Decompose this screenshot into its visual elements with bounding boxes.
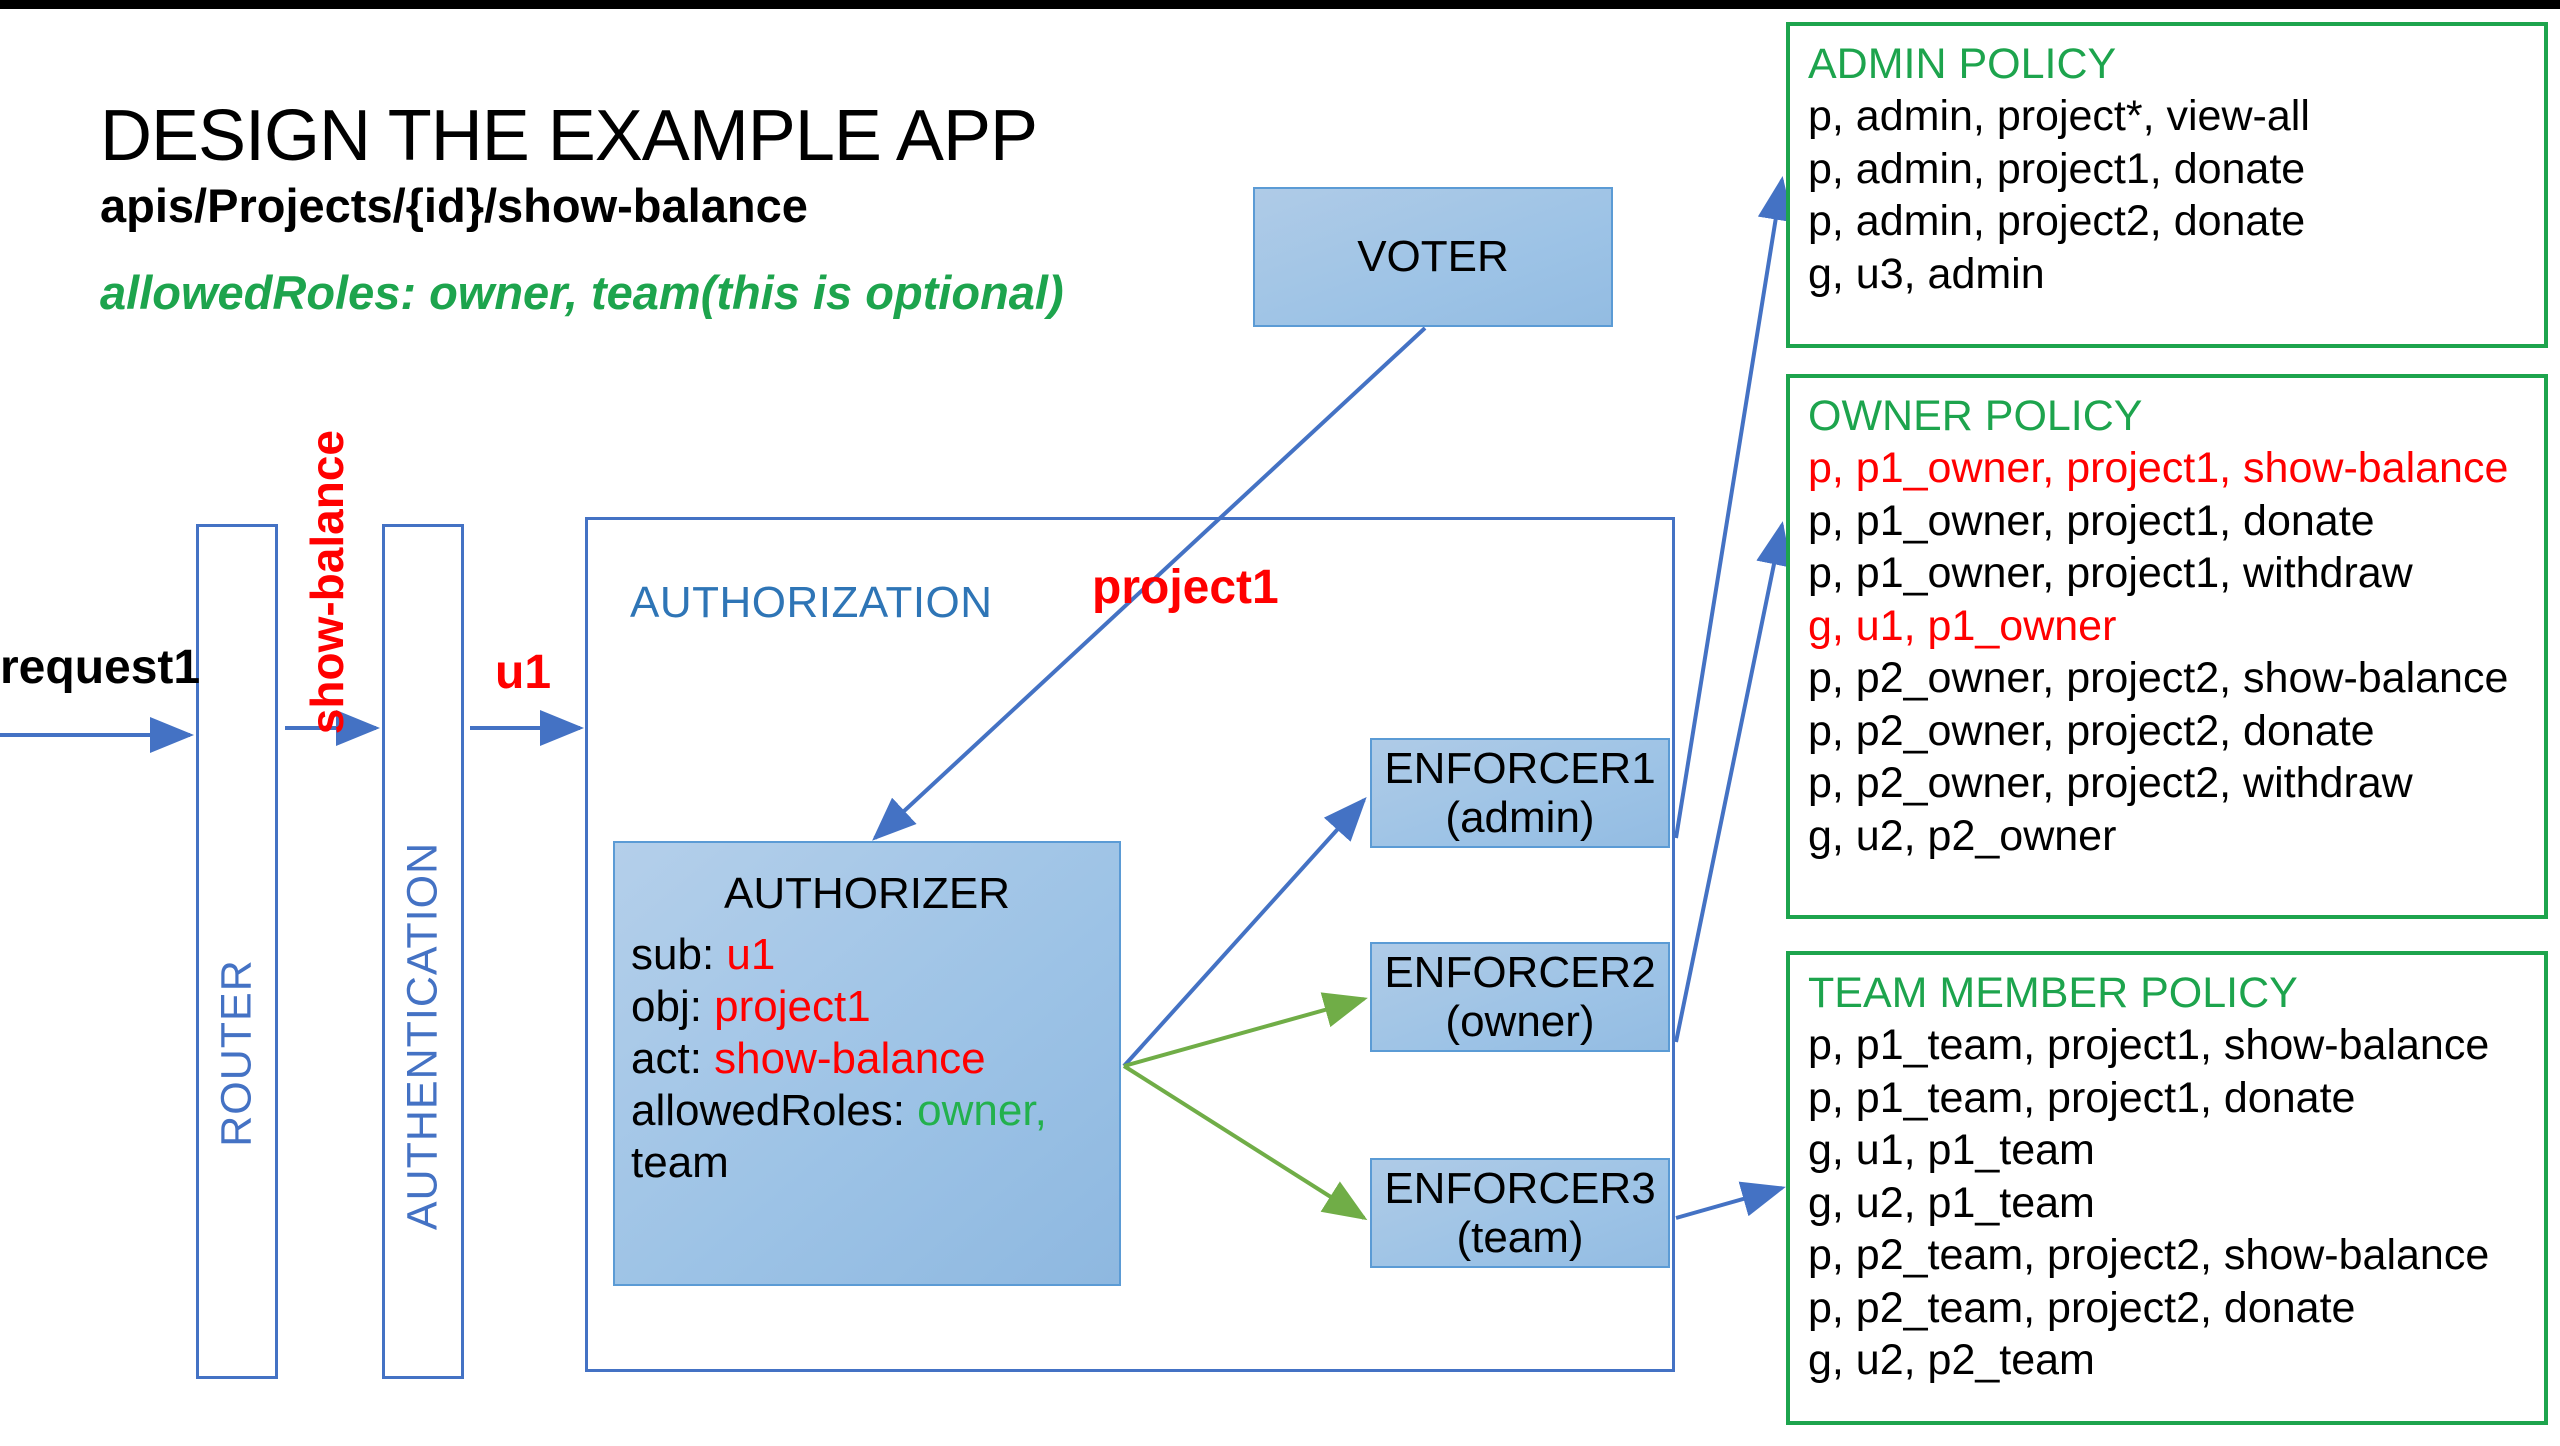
policy-rule: p, p2_owner, project2, donate [1808, 706, 2375, 755]
obj-value: project1 [714, 981, 871, 1031]
arrow-enforcer3-to-team-policy [1675, 1181, 1786, 1220]
voter-label: VOTER [1357, 232, 1509, 282]
authorizer-roles-row: allowedRoles: owner, [631, 1085, 1119, 1137]
policy-rule: p, p1_owner, project1, show-balance [1808, 444, 2509, 493]
router-bar[interactable]: ROUTER [196, 524, 278, 1379]
act-key: act: [631, 1033, 715, 1083]
policy-rule: p, admin, project2, donate [1808, 197, 2306, 246]
authorizer-card[interactable]: AUTHORIZER sub: u1 obj: project1 act: sh… [613, 841, 1121, 1286]
enforcer1-card[interactable]: ENFORCER1 (admin) [1370, 738, 1670, 848]
allowed-roles-note: allowedRoles: owner, team(this is option… [100, 266, 1064, 319]
policy-rule: p, p2_team, project2, donate [1808, 1283, 2356, 1332]
policy-rule: g, u2, p2_owner [1808, 811, 2117, 860]
policy-rule: p, p1_owner, project1, withdraw [1808, 549, 2413, 598]
roles-value-team: team [631, 1137, 729, 1187]
enforcer3-card[interactable]: ENFORCER3 (team) [1370, 1158, 1670, 1268]
team-policy-title: TEAM MEMBER POLICY [1808, 969, 2298, 1017]
roles-key: allowedRoles: [631, 1085, 918, 1135]
team-policy-box[interactable]: TEAM MEMBER POLICY p, p1_team, project1,… [1786, 951, 2548, 1425]
user-label: u1 [495, 646, 552, 699]
policy-rule: p, admin, project*, view-all [1808, 92, 2310, 141]
enforcer3-name: ENFORCER3 [1384, 1163, 1656, 1213]
authentication-bar[interactable]: AUTHENTICATION [382, 524, 464, 1379]
authorizer-act-row: act: show-balance [631, 1033, 1119, 1085]
request-label: request1 [0, 641, 201, 694]
policy-rule: p, admin, project1, donate [1808, 144, 2306, 193]
policy-rule: g, u1, p1_team [1808, 1126, 2095, 1175]
router-label: ROUTER [212, 959, 261, 1148]
authorizer-sub-row: sub: u1 [631, 929, 1119, 981]
enforcer2-name: ENFORCER2 [1384, 947, 1656, 997]
sub-key: sub: [631, 930, 727, 979]
admin-policy-title: ADMIN POLICY [1808, 40, 2117, 88]
policy-rule: p, p2_owner, project2, withdraw [1808, 759, 2413, 808]
policy-rule: p, p1_team, project1, donate [1808, 1073, 2356, 1122]
policy-rule: p, p2_owner, project2, show-balance [1808, 654, 2509, 703]
owner-policy-title: OWNER POLICY [1808, 392, 2143, 440]
top-black-bar [0, 0, 2560, 9]
enforcer3-role: (team) [1456, 1213, 1584, 1262]
project-label: project1 [1092, 561, 1279, 614]
authentication-label: AUTHENTICATION [398, 842, 447, 1231]
roles-value-owner: owner, [917, 1085, 1047, 1135]
authorization-container[interactable] [585, 517, 1675, 1372]
policy-rule: p, p2_team, project2, show-balance [1808, 1231, 2490, 1280]
owner-policy-box[interactable]: OWNER POLICY p, p1_owner, project1, show… [1786, 374, 2548, 919]
enforcer1-name: ENFORCER1 [1384, 743, 1656, 793]
enforcer2-role: (owner) [1445, 997, 1595, 1046]
show-balance-label: show-balance [301, 430, 353, 735]
obj-key: obj: [631, 981, 715, 1031]
policy-rule: g, u2, p2_team [1808, 1336, 2095, 1385]
arrow-enforcer2-to-owner-policy [1674, 521, 1792, 1043]
enforcer2-card[interactable]: ENFORCER2 (owner) [1370, 942, 1670, 1052]
policy-rule: g, u1, p1_owner [1808, 601, 2117, 650]
endpoint-path: apis/Projects/{id}/show-balance [100, 179, 808, 232]
act-value: show-balance [714, 1033, 986, 1083]
arrow-enforcer1-to-admin-policy [1674, 176, 1794, 839]
voter-card[interactable]: VOTER [1253, 187, 1613, 327]
page-title: DESIGN THE EXAMPLE APP [100, 96, 1038, 176]
policy-rule: p, p1_team, project1, show-balance [1808, 1021, 2490, 1070]
policy-rule: g, u2, p1_team [1808, 1178, 2095, 1227]
authorizer-title: AUTHORIZER [724, 869, 1010, 918]
authorizer-obj-row: obj: project1 [631, 981, 1119, 1033]
sub-value: u1 [726, 930, 776, 979]
policy-rule: p, p1_owner, project1, donate [1808, 496, 2375, 545]
authorization-label: AUTHORIZATION [630, 578, 993, 627]
policy-rule: g, u3, admin [1808, 249, 2045, 298]
enforcer1-role: (admin) [1445, 793, 1595, 842]
admin-policy-box[interactable]: ADMIN POLICY p, admin, project*, view-al… [1786, 22, 2548, 348]
